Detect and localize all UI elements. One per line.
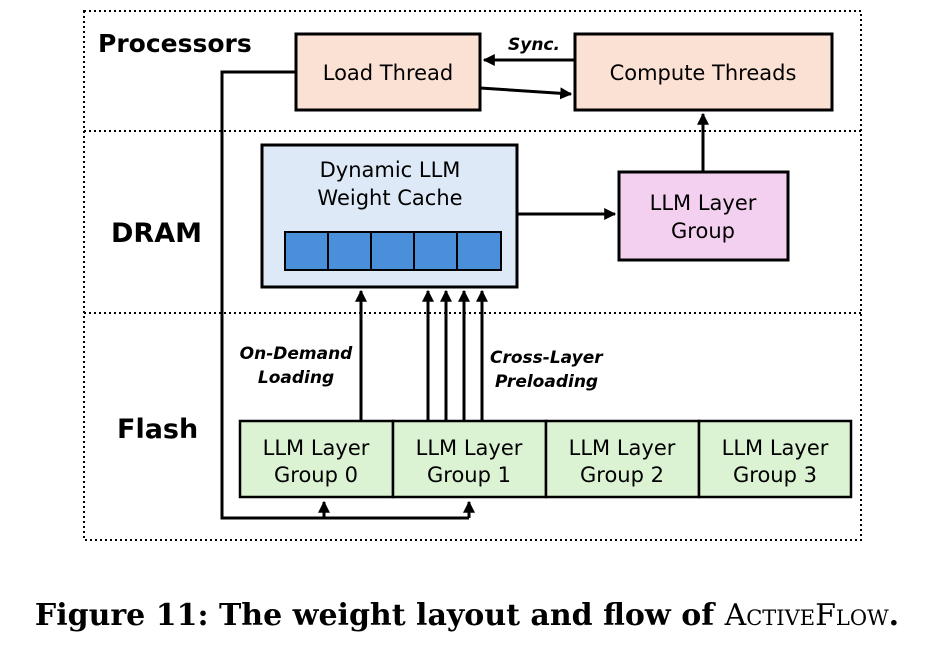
caption-system-name: ActiveFlow bbox=[724, 598, 889, 633]
weight-cache-label-line1: Dynamic LLM bbox=[320, 158, 461, 182]
flash-group-1-line2: Group 1 bbox=[427, 463, 511, 487]
flash-group-2-line1: LLM Layer bbox=[569, 436, 676, 460]
flash-group-0-box bbox=[238, 419, 395, 499]
flash-group-0-line2: Group 0 bbox=[274, 463, 358, 487]
weight-flow-diagram: Processors DRAM Flash Load Thread Comput… bbox=[83, 10, 862, 541]
layer-group-label-line1: LLM Layer bbox=[650, 191, 757, 215]
cache-slot bbox=[327, 231, 372, 271]
weight-cache-label-line2: Weight Cache bbox=[317, 186, 462, 210]
flash-group-1-line1: LLM Layer bbox=[416, 436, 523, 460]
caption-prefix: Figure 11: The weight layout and flow of bbox=[34, 598, 725, 633]
cache-slot bbox=[456, 231, 502, 271]
on-demand-label-line1: On-Demand bbox=[240, 344, 354, 364]
load-thread-label: Load Thread bbox=[323, 61, 453, 85]
flash-group-2-box bbox=[544, 419, 701, 499]
outer-frame bbox=[83, 10, 862, 541]
cross-layer-label-line2: Preloading bbox=[495, 372, 598, 392]
load-to-compute-arrow bbox=[479, 86, 573, 100]
layer-group-box bbox=[617, 170, 790, 262]
caption-suffix: . bbox=[888, 598, 900, 633]
layer-group-label-line2: Group bbox=[671, 219, 735, 243]
figure-caption: Figure 11: The weight layout and flow of… bbox=[0, 598, 934, 633]
flash-group-3-box bbox=[697, 419, 853, 499]
compute-threads-box bbox=[573, 32, 834, 112]
region-label-flash: Flash bbox=[117, 414, 198, 445]
load-thread-control-path bbox=[220, 70, 469, 520]
cache-slot bbox=[413, 231, 458, 271]
flash-group-3-line2: Group 3 bbox=[733, 463, 817, 487]
flash-group-3-line1: LLM Layer bbox=[722, 436, 829, 460]
cache-slot bbox=[284, 231, 329, 271]
cache-slots bbox=[284, 231, 502, 271]
flash-group-2-line2: Group 2 bbox=[580, 463, 664, 487]
cache-slot bbox=[370, 231, 415, 271]
cross-layer-preloading-arrows bbox=[422, 289, 488, 421]
region-label-dram: DRAM bbox=[111, 218, 202, 249]
sync-label: Sync. bbox=[508, 35, 560, 55]
on-demand-label-line2: Loading bbox=[258, 368, 334, 388]
flash-group-0-line1: LLM Layer bbox=[263, 436, 370, 460]
flash-group-1-box bbox=[391, 419, 548, 499]
compute-threads-label: Compute Threads bbox=[610, 61, 797, 85]
flash-layer-groups: LLM Layer Group 0 LLM Layer Group 1 LLM … bbox=[238, 419, 853, 499]
load-thread-box bbox=[294, 32, 482, 112]
region-label-processors: Processors bbox=[98, 29, 252, 58]
cross-layer-label-line1: Cross-Layer bbox=[490, 348, 604, 368]
